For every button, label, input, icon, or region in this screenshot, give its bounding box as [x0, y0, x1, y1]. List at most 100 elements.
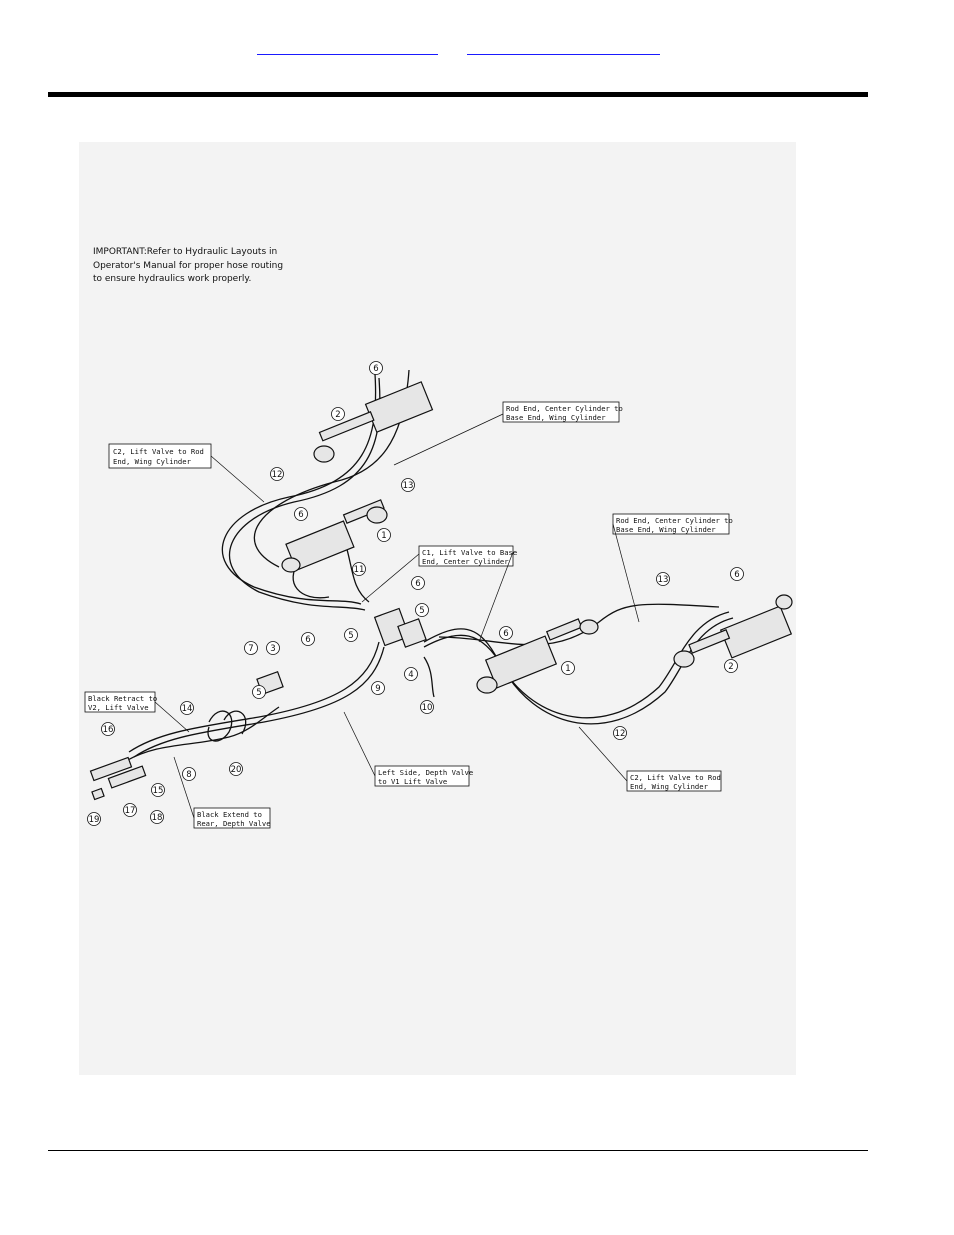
cylinder-wing-right: [719, 605, 793, 659]
callout-rod-left: Rod End, Center Cylinder to Base End, Wi…: [502, 401, 623, 423]
callout-left-side-line1: Left Side, Depth Valve: [378, 768, 473, 777]
item-balloon: [266, 641, 280, 655]
item-number: 8: [186, 770, 191, 780]
callout-black-extend: Black Extend to Rear, Depth Valve: [193, 807, 271, 829]
item-number: 17: [125, 806, 136, 816]
callout-black-extend-line1: Black Extend to: [197, 810, 262, 819]
callout-c2-right: C2, Lift Valve to Rod End, Wing Cylinder: [626, 770, 722, 792]
coupler-15: [107, 765, 147, 789]
item-number: 13: [658, 575, 669, 585]
callout-black-retract-line1: Black Retract to: [88, 694, 157, 703]
callout-c1-line2: End, Center Cylinder: [422, 557, 509, 566]
item-balloon: [301, 632, 315, 646]
item-number: 18: [152, 813, 163, 823]
important-note: IMPORTANT:Refer to Hydraulic Layouts in …: [93, 247, 284, 284]
header-link-2[interactable]: [467, 40, 660, 55]
cylinder-center-left: [285, 520, 355, 571]
coupler-16: [89, 756, 133, 782]
hose-12-right-a: [423, 611, 730, 719]
item-number: 6: [298, 510, 303, 520]
hose-8: [133, 646, 385, 758]
item-balloon: [352, 562, 366, 576]
clevis-wing-right-b: [775, 594, 793, 610]
item-number: 11: [354, 565, 365, 575]
header-link-1[interactable]: [257, 40, 438, 55]
item-balloon: [87, 812, 101, 826]
rod-wing-right: [688, 629, 731, 654]
item-number: 6: [373, 364, 378, 374]
lift-valve: [373, 607, 411, 647]
hose-12-left-b: [229, 377, 381, 611]
item-balloon: [101, 722, 115, 736]
item-number: 13: [403, 481, 414, 491]
item-number: 12: [272, 470, 283, 480]
item-balloon: [229, 762, 243, 776]
item-balloon: [270, 467, 284, 481]
callout-c2-right-line1: C2, Lift Valve to Rod: [630, 773, 721, 782]
callout-black-extend-line2: Rear, Depth Valve: [197, 819, 271, 828]
item-number: 20: [231, 765, 242, 775]
item-number: 1: [565, 664, 570, 674]
item-balloon: [420, 700, 434, 714]
item-balloon: [415, 603, 429, 617]
callout-black-retract-line2: V2, Lift Valve: [88, 703, 149, 712]
lift-valve-b: [397, 618, 427, 648]
callouts: C2, Lift Valve to Rod End, Wing Cylinder…: [84, 401, 733, 829]
rod-center-right: [545, 618, 583, 641]
item-number: 3: [270, 644, 275, 654]
callout-left-side-line2: to V1 Lift Valve: [378, 777, 447, 786]
callout-left-side: Left Side, Depth Valve to V1 Lift Valve: [374, 765, 473, 787]
callout-c2-right-line2: End, Wing Cylinder: [630, 782, 709, 791]
item-balloon: [377, 528, 391, 542]
item-balloon: [401, 478, 415, 492]
item-balloon: [123, 803, 137, 817]
item-balloon: [404, 667, 418, 681]
clevis-center-right: [476, 676, 498, 694]
callout-rod-right-line1: Rod End, Center Cylinder to: [616, 516, 733, 525]
rod-center-left: [342, 499, 385, 524]
callout-c2-left-line1: C2, Lift Valve to Rod: [113, 447, 204, 456]
diagram-drawing: C2, Lift Valve to Rod End, Wing Cylinder…: [84, 361, 793, 829]
callout-c1: C1, Lift Valve to Base End, Center Cylin…: [418, 545, 517, 567]
item-number: 5: [419, 606, 424, 616]
item-balloon: [656, 572, 670, 586]
clevis-wing-right: [673, 650, 695, 668]
item-balloon: [724, 659, 738, 673]
hose-wrap-20b: [223, 710, 247, 735]
item-number: 1: [381, 531, 386, 541]
item-balloon: [331, 407, 345, 421]
callout-rod-right: Rod End, Center Cylinder to Base End, Wi…: [612, 513, 733, 535]
callout-c1-line1: C1, Lift Valve to Base: [422, 548, 517, 557]
item-number: 6: [415, 579, 420, 589]
hose-12-left-a: [221, 373, 377, 605]
item-balloon: [344, 628, 358, 642]
item-number: 5: [348, 631, 353, 641]
item-number: 7: [248, 644, 253, 654]
item-balloon: [252, 685, 266, 699]
item-number: 4: [408, 670, 413, 680]
item-balloon: [294, 507, 308, 521]
clevis-center-left: [366, 506, 388, 524]
item-number: 2: [728, 662, 733, 672]
item-balloon: [499, 626, 513, 640]
item-balloon: [180, 701, 194, 715]
item-number: 9: [375, 684, 380, 694]
rod-top-left: [318, 411, 375, 442]
item-balloon: [561, 661, 575, 675]
item-balloon: [244, 641, 258, 655]
item-number: 2: [335, 410, 340, 420]
callout-c2-left-line2: End, Wing Cylinder: [113, 457, 192, 466]
hose-13-right: [438, 603, 720, 646]
hose-wrap-20: [207, 710, 233, 742]
item-balloon: [369, 361, 383, 375]
item-balloon: [182, 767, 196, 781]
item-balloon: [411, 576, 425, 590]
cylinder-center-right: [484, 635, 558, 689]
item-balloon: [151, 783, 165, 797]
components: [89, 381, 793, 801]
item-number: 6: [503, 629, 508, 639]
hose-12-right-b: [423, 617, 734, 725]
header-rule: [48, 92, 868, 97]
item-number: 12: [615, 729, 626, 739]
